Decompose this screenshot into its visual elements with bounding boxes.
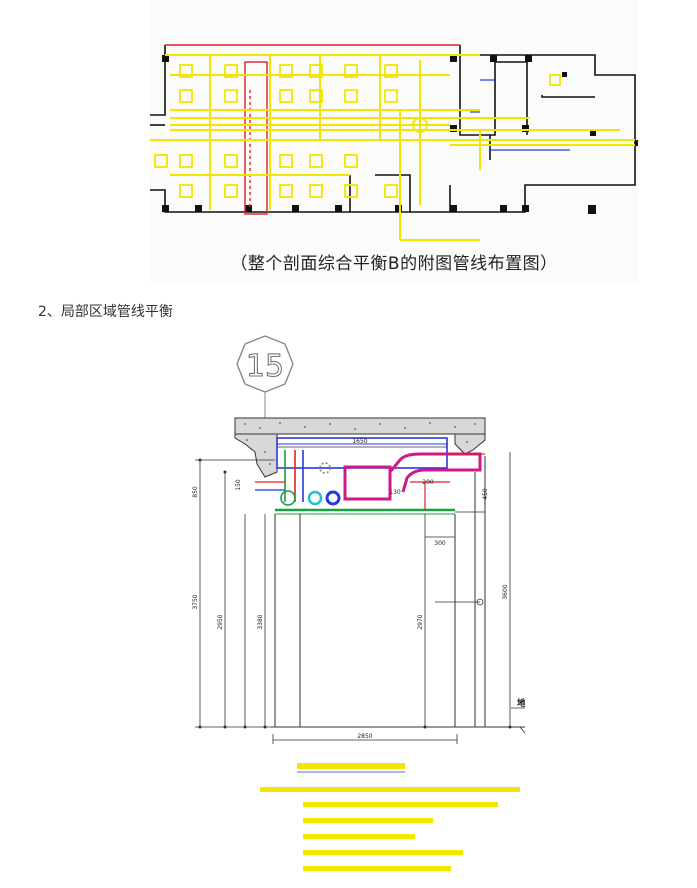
dim-small-c: 130	[389, 489, 401, 496]
detail-number: 15	[246, 349, 284, 384]
dim-small-d: 200	[422, 479, 434, 486]
dim-left-height-b: 2950	[217, 614, 224, 629]
figure-caption: （整个剖面综合平衡B的附图管线布置图）	[230, 254, 558, 274]
section-heading: 2、局部区域管线平衡	[38, 304, 173, 320]
dim-bottom-width: 2850	[357, 733, 372, 740]
dim-top-width: 1650	[352, 438, 367, 445]
dim-right-height: 3600	[502, 584, 509, 599]
concrete-slab	[234, 417, 486, 478]
dim-small-f: 300	[434, 540, 446, 547]
floor-finish-label: 地坪完成面	[517, 697, 525, 709]
yellow-notes	[260, 763, 520, 871]
dim-left-height-a: 3750	[192, 594, 199, 609]
dim-left-height-c: 3380	[257, 614, 264, 629]
dim-small-b: 150	[235, 479, 242, 491]
plan-drawing	[150, 44, 638, 241]
dim-small-a: 850	[192, 486, 199, 498]
detail-marker: 15	[236, 335, 294, 420]
section-detail-figure: 15	[185, 332, 565, 884]
dim-mid-height: 2970	[417, 614, 424, 629]
plan-drawing-figure: （整个剖面综合平衡B的附图管线布置图）	[150, 0, 638, 282]
dim-small-e: 450	[482, 488, 489, 500]
section-detail-drawing: 15	[192, 335, 565, 871]
